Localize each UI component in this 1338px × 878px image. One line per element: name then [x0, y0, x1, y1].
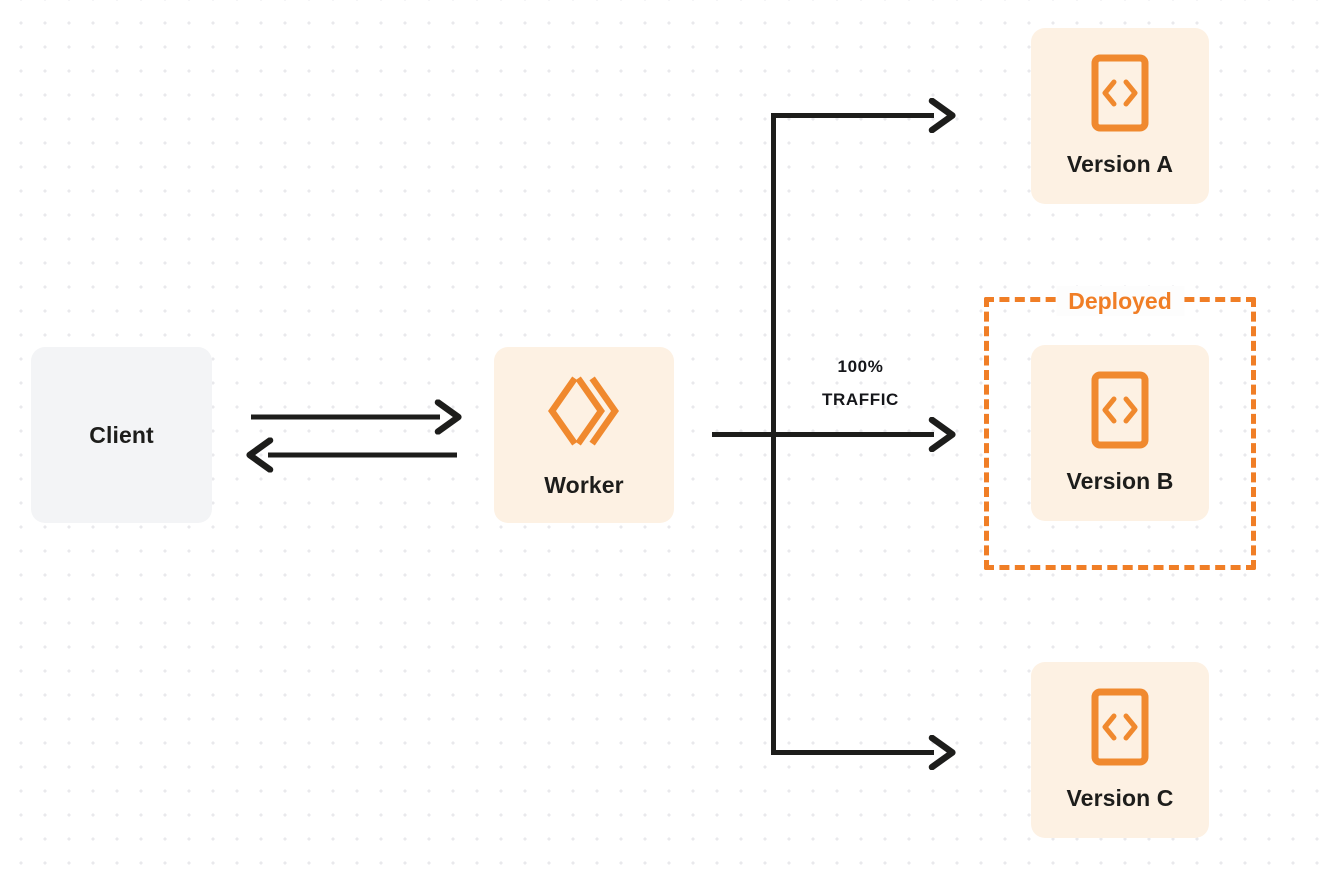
traffic-annotation: 100% TRAFFIC: [793, 350, 928, 416]
node-client-label: Client: [89, 421, 154, 448]
code-file-icon: [1090, 371, 1150, 454]
group-deployed-label: Deployed: [1056, 286, 1184, 316]
node-version-a[interactable]: Version A: [1031, 28, 1209, 204]
node-version-b-label: Version B: [1066, 468, 1174, 494]
node-version-a-label: Version A: [1066, 151, 1174, 177]
node-worker[interactable]: Worker: [494, 347, 674, 523]
code-file-icon: [1090, 688, 1150, 771]
node-worker-label: Worker: [544, 472, 624, 498]
traffic-word: TRAFFIC: [822, 390, 899, 409]
cloudflare-workers-logo-icon: [544, 371, 624, 456]
node-client[interactable]: Client: [31, 347, 212, 523]
node-version-b[interactable]: Version B: [1031, 345, 1209, 521]
traffic-percent: 100%: [837, 357, 884, 376]
code-file-icon: [1090, 54, 1150, 137]
node-version-c[interactable]: Version C: [1031, 662, 1209, 838]
group-deployed: Deployed: [984, 286, 1256, 570]
node-version-c-label: Version C: [1066, 785, 1174, 811]
